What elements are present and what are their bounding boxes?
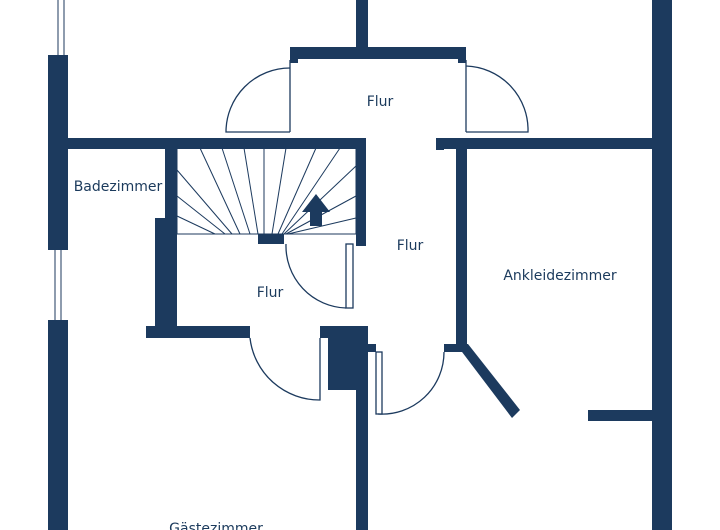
stair-step [281, 147, 341, 235]
walls [48, 0, 672, 530]
wall-hall-top-right-jamb [458, 47, 466, 63]
wall-hall-top [290, 47, 466, 59]
room-label-flur-lower: Flur [257, 285, 284, 301]
stair-step [277, 147, 317, 235]
door-stair-leaf [345, 243, 354, 309]
wall-diagonal [456, 344, 520, 418]
up-arrow-icon [302, 194, 330, 226]
wall-horizontal-upper-right [436, 138, 672, 149]
door-stair-swing [285, 243, 347, 309]
wall-bath-partition [155, 218, 177, 336]
stair-step [271, 147, 287, 235]
wall-horizontal-upper-left [48, 138, 298, 149]
wall-ankleide-stub [444, 344, 467, 352]
room-label-gaestezimmer: Gästezimmer [169, 521, 263, 530]
stair-step [176, 215, 216, 235]
wall-left-upper [48, 55, 68, 250]
room-labels: Flur Badezimmer Flur Ankleidezimmer Flur… [74, 94, 617, 530]
door-niche-swing [377, 351, 445, 415]
door-niche-leaf [375, 351, 383, 415]
wall-niche-top [356, 344, 376, 352]
room-label-badezimmer: Badezimmer [74, 179, 163, 195]
doors [225, 60, 529, 415]
stair-step [221, 147, 251, 235]
wall-door-jamb-right [436, 138, 444, 150]
wall-top-stub [356, 0, 368, 50]
wall-hall-top-left-jamb [290, 47, 298, 63]
wall-flur-bottom [146, 326, 250, 338]
stair-step [176, 169, 233, 235]
door-hall-top-right [465, 65, 529, 133]
stair-step [176, 195, 226, 235]
wall-left-lower [48, 320, 68, 530]
door-flur-lower [249, 337, 321, 401]
wall-ankleide-bottom [588, 410, 672, 421]
room-label-flur-center: Flur [397, 238, 424, 254]
wall-right [652, 0, 672, 530]
wall-bath-partition-thin [165, 148, 177, 218]
stair-step [243, 147, 259, 235]
wall-stair-landing [258, 234, 284, 244]
wall-horizontal-upper-mid [298, 138, 364, 149]
wall-stair-right [356, 138, 366, 246]
room-label-ankleidezimmer: Ankleidezimmer [503, 268, 617, 284]
staircase [176, 147, 357, 235]
room-label-flur-top: Flur [367, 94, 394, 110]
stair-step [199, 147, 241, 235]
door-hall-top-left [225, 67, 291, 133]
wall-ankleide-left [456, 138, 467, 350]
